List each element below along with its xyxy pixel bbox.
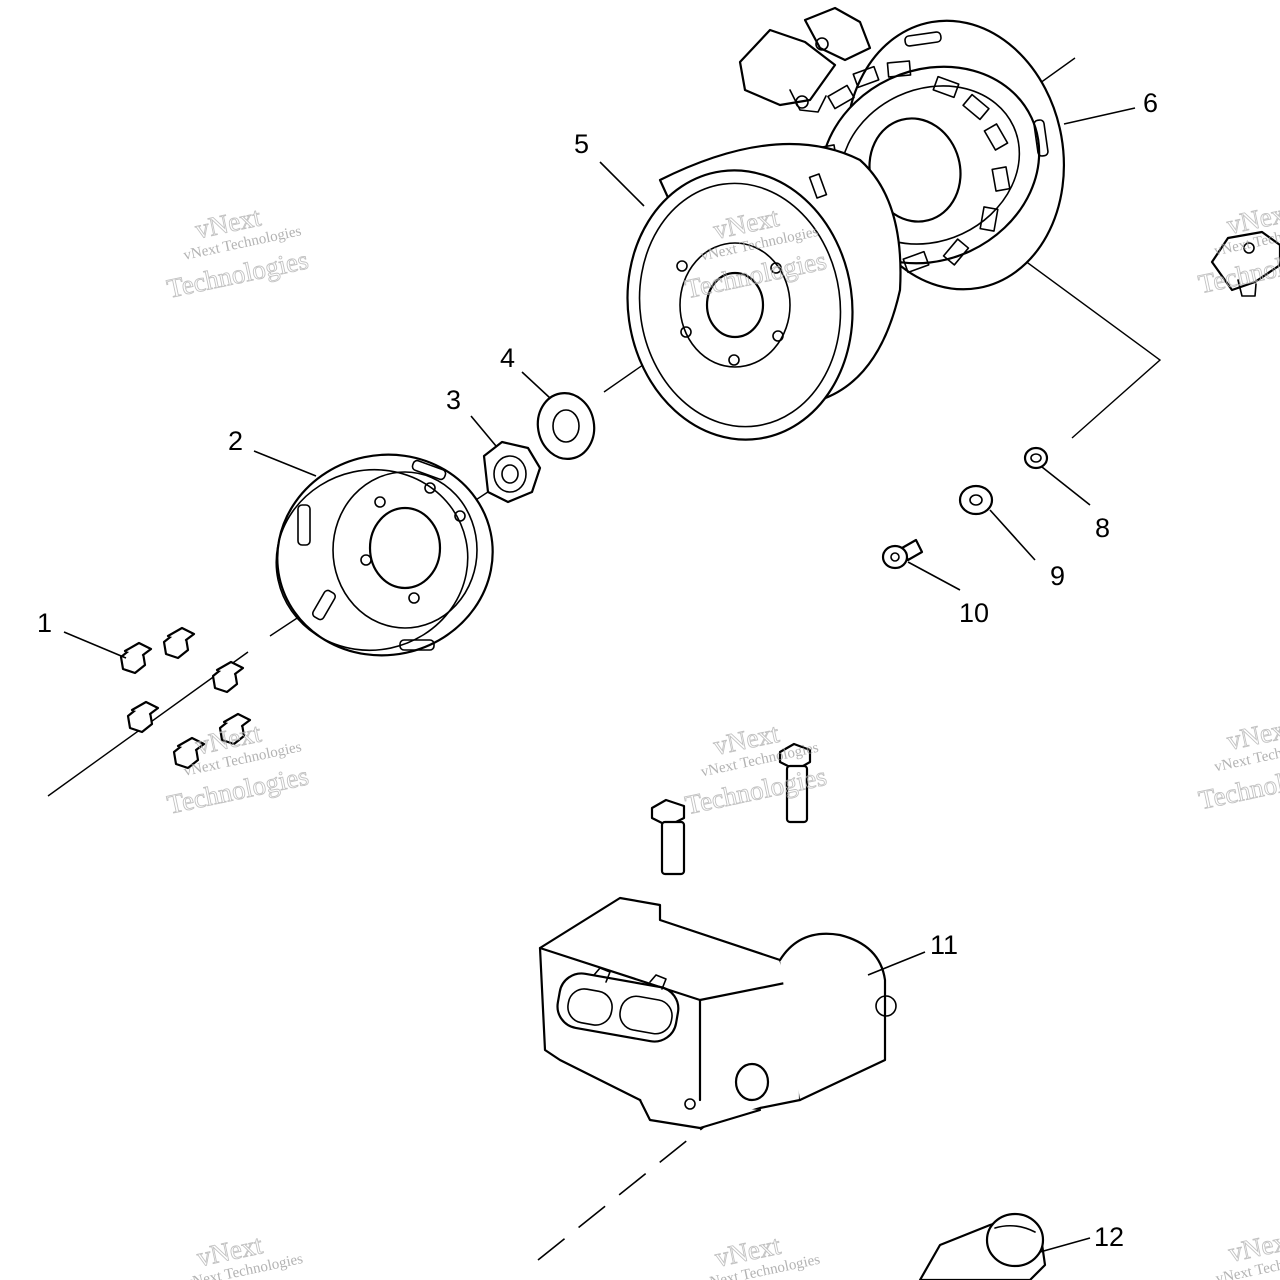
watermark-9: vNext vNext Technologies xyxy=(1214,1224,1280,1280)
callout-1: 1 xyxy=(37,608,52,638)
callout-6: 6 xyxy=(1143,88,1158,118)
leader-lines xyxy=(63,107,1136,1253)
partial-clip-part xyxy=(1210,230,1280,297)
callout-4: 4 xyxy=(500,343,515,373)
flywheel-part-5 xyxy=(626,142,902,441)
watermark-1: vNext vNext Technologies Technologies xyxy=(164,201,312,304)
callout-5: 5 xyxy=(574,129,589,159)
washer-part-9 xyxy=(958,484,994,516)
watermark-7: vNext vNext Technologies xyxy=(184,1229,305,1280)
callout-2: 2 xyxy=(228,426,243,456)
callout-12: 12 xyxy=(1094,1222,1124,1252)
nut-part-3 xyxy=(482,440,542,504)
washer-part-4 xyxy=(536,392,596,460)
spark-plug-cap-part-12 xyxy=(918,1212,1047,1280)
watermark-8: vNext vNext Technologies xyxy=(701,1229,822,1280)
callout-3: 3 xyxy=(446,385,461,415)
ignition-coil-part-11 xyxy=(538,896,897,1130)
watermark-2: vNext vNext Technologies Technologies xyxy=(682,201,830,304)
callout-9: 9 xyxy=(1050,561,1065,591)
callout-11: 11 xyxy=(930,930,958,960)
bolts-part-1 xyxy=(119,626,252,770)
mounting-bolts xyxy=(650,742,812,876)
callout-labels: 1 2 3 4 5 6 8 9 10 11 12 xyxy=(37,88,1158,1252)
washer-part-8 xyxy=(1023,446,1049,470)
watermark-6: vNext vNext Technologies Technologies xyxy=(1196,712,1280,815)
callout-10: 10 xyxy=(959,598,989,628)
screw-part-10 xyxy=(881,538,924,570)
watermark-3: vNext vNext Technologies Technologies xyxy=(1195,196,1280,299)
starter-cup-part-2 xyxy=(275,453,494,657)
callout-8: 8 xyxy=(1095,513,1110,543)
